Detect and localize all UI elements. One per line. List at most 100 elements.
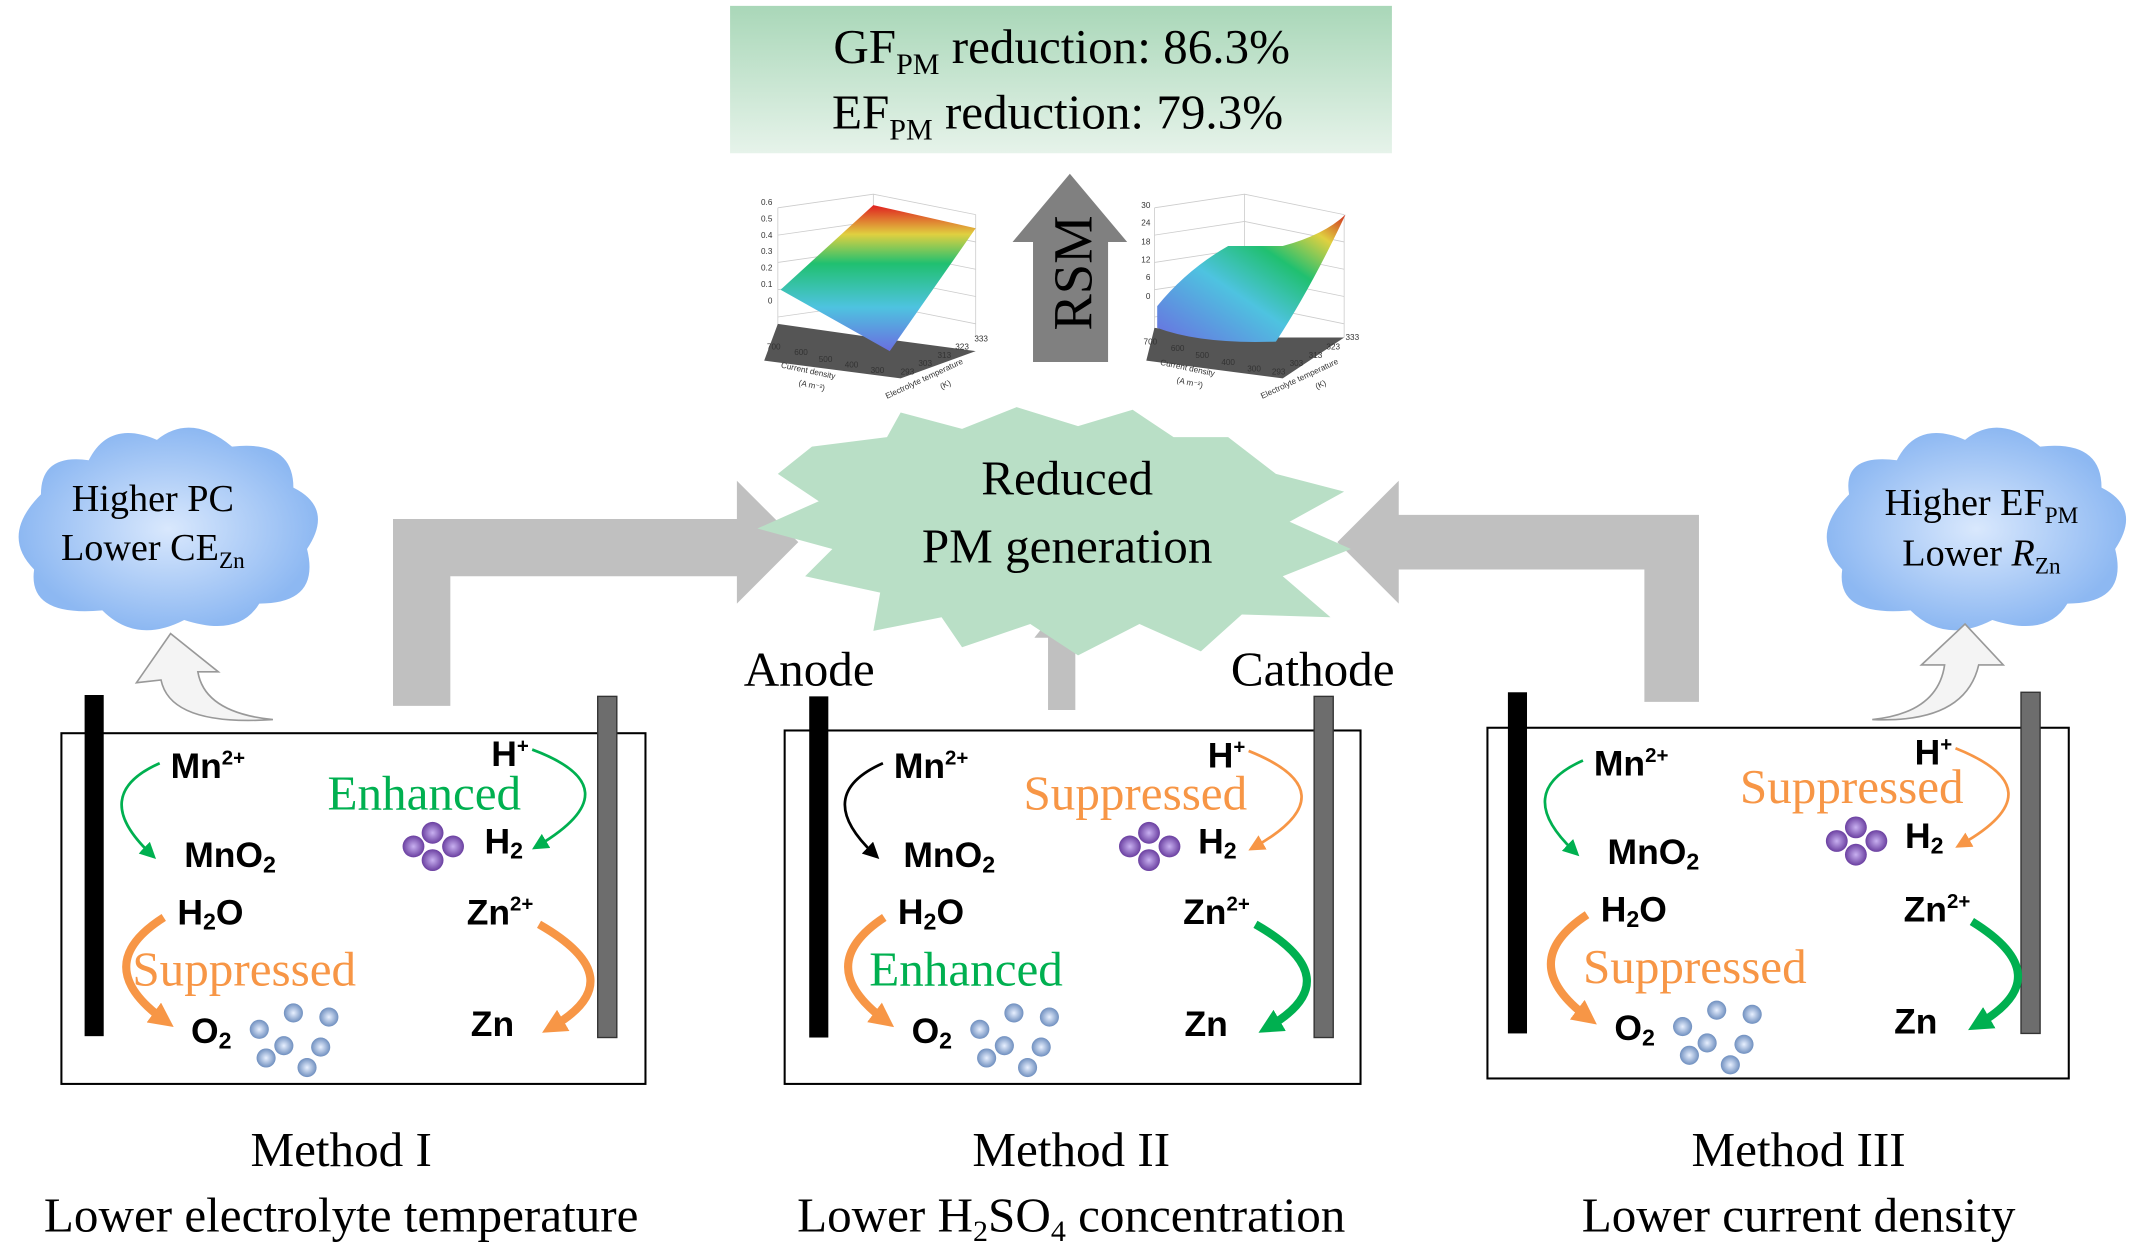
svg-text:313: 313 xyxy=(937,351,951,360)
svg-text:30: 30 xyxy=(1141,201,1151,210)
zinc-deposition-arrow xyxy=(1253,920,1311,1033)
method-ii-title: Method II xyxy=(972,1122,1170,1177)
svg-text:0.4: 0.4 xyxy=(761,231,773,240)
cell-outline xyxy=(783,729,1362,1085)
o2-bubbles xyxy=(1673,1000,1762,1075)
svg-text:6: 6 xyxy=(1146,273,1151,282)
anode-electrode xyxy=(1507,692,1528,1034)
svg-text:323: 323 xyxy=(1326,343,1340,352)
hydrogen-state-label: Suppressed xyxy=(1023,766,1247,821)
oxygen-evolution-arrow xyxy=(1547,911,1597,1025)
method-iii-flow-arrow xyxy=(1337,480,1699,702)
method-iii-cell: Mn2+ MnO2 H+ Suppressed H2 H2O Suppresse… xyxy=(1486,691,2070,1080)
svg-text:303: 303 xyxy=(1290,359,1304,368)
method-ii-cell: Mn2+ MnO2 H+ Suppressed H2 H2O Enhanced … xyxy=(783,695,1362,1085)
svg-text:400: 400 xyxy=(845,360,859,369)
svg-text:600: 600 xyxy=(1171,344,1185,353)
h2-particles xyxy=(1825,816,1888,866)
method-iii-title: Method III xyxy=(1692,1122,1906,1177)
oxygen-evolution-arrow xyxy=(844,914,895,1028)
h2o-label: H2O xyxy=(177,892,243,934)
svg-text:303: 303 xyxy=(918,359,932,368)
svg-text:400: 400 xyxy=(1221,358,1235,367)
h2-label: H2 xyxy=(484,821,523,863)
method-iii-description: Lower current density xyxy=(1582,1187,2016,1242)
mn-oxidation-arrow xyxy=(843,761,884,859)
svg-text:12: 12 xyxy=(1141,255,1151,264)
rsm-arrow: RSM xyxy=(1012,173,1128,363)
method-i-description: Lower electrolyte temperature xyxy=(44,1187,638,1242)
svg-text:0.2: 0.2 xyxy=(761,264,773,273)
anode-electrode xyxy=(84,695,104,1037)
reduced-pm-burst: Reduced PM generation xyxy=(757,407,1351,656)
h2o-label: H2O xyxy=(898,892,964,934)
svg-text:600: 600 xyxy=(794,348,808,357)
hydrogen-state-label: Suppressed xyxy=(1740,759,1964,814)
mno2-label: MnO2 xyxy=(184,835,276,877)
x-axis-unit: (A m⁻²) xyxy=(1176,376,1204,390)
h2-label: H2 xyxy=(1905,816,1944,858)
h2o-label: H2O xyxy=(1601,890,1667,932)
contour-base xyxy=(1146,327,1345,379)
svg-text:293: 293 xyxy=(1272,367,1286,376)
z-ticks: 0.6 0.5 0.4 0.3 0.2 0.1 0 xyxy=(761,198,773,305)
oxygen-state-label: Enhanced xyxy=(869,942,1063,997)
cathode-label: Cathode xyxy=(1231,641,1395,696)
gf-reduction-text: GFPM reduction: 86.3% xyxy=(833,19,1290,81)
svg-text:300: 300 xyxy=(871,366,885,375)
svg-text:293: 293 xyxy=(901,367,915,376)
svg-text:0.1: 0.1 xyxy=(761,280,773,289)
zn2-label: Zn2+ xyxy=(1904,890,1971,930)
svg-text:24: 24 xyxy=(1141,219,1151,228)
oxygen-state-label: Suppressed xyxy=(1583,939,1807,994)
y-ticks: 293 303 313 323 333 xyxy=(901,335,989,377)
svg-text:333: 333 xyxy=(974,335,988,344)
cloud-right: Higher EFPM Lower RZn xyxy=(1826,427,2127,631)
surface xyxy=(1157,214,1346,342)
svg-text:300: 300 xyxy=(1247,365,1261,374)
zn-label: Zn xyxy=(471,1004,514,1044)
cloud-right-line-2: Lower RZn xyxy=(1902,532,2061,579)
cloud-left-line-2: Lower CEZn xyxy=(61,527,245,574)
mn2-label: Mn2+ xyxy=(171,746,246,786)
mn-oxidation-arrow xyxy=(1543,759,1584,857)
contour-base xyxy=(764,323,976,379)
arrow-to-left-cloud xyxy=(134,632,274,722)
cathode-electrode xyxy=(1313,695,1334,1039)
hydrogen-evolution-arrow xyxy=(531,748,587,850)
svg-text:18: 18 xyxy=(1141,238,1151,247)
hydrogen-state-label: Enhanced xyxy=(328,766,522,821)
center-line-2: PM generation xyxy=(922,519,1213,574)
y-ticks: 293 303 313 323 333 xyxy=(1272,333,1360,376)
svg-text:0.6: 0.6 xyxy=(761,198,773,207)
h-plus-label: H+ xyxy=(1208,735,1246,775)
y-axis-unit: (K) xyxy=(939,378,953,391)
y-axis-unit: (K) xyxy=(1314,378,1328,391)
oxygen-state-label: Suppressed xyxy=(132,942,356,997)
svg-text:333: 333 xyxy=(1346,333,1360,342)
svg-text:323: 323 xyxy=(955,343,969,352)
svg-text:500: 500 xyxy=(819,355,833,364)
mn-oxidation-arrow xyxy=(120,761,161,859)
method-captions: Method I Lower electrolyte temperature M… xyxy=(44,1122,2016,1248)
x-ticks: 700 600 500 400 300 xyxy=(1144,337,1262,373)
anode-label: Anode xyxy=(744,641,875,696)
cloud-left-line-1: Higher PC xyxy=(72,478,234,520)
h-plus-label: H+ xyxy=(1915,733,1953,773)
zn2-label: Zn2+ xyxy=(467,892,534,932)
o2-label: O2 xyxy=(1614,1008,1655,1050)
response-surface-plot-ef: 30 24 18 12 6 0 700 600 500 400 300 293 … xyxy=(1141,193,1360,401)
hydrogen-evolution-arrow xyxy=(1248,749,1303,851)
zinc-deposition-arrow xyxy=(1968,918,2023,1031)
mn2-label: Mn2+ xyxy=(1594,744,1669,784)
o2-label: O2 xyxy=(191,1011,232,1053)
x-axis-unit: (A m⁻²) xyxy=(798,378,826,392)
zn2-label: Zn2+ xyxy=(1183,892,1250,932)
cloud-left: Higher PC Lower CEZn xyxy=(18,427,318,631)
svg-text:0.3: 0.3 xyxy=(761,247,773,256)
zn-label: Zn xyxy=(1894,1001,1937,1041)
center-line-1: Reduced xyxy=(981,450,1153,505)
cell-outline xyxy=(60,732,647,1085)
response-surface-plot-gf: 0.6 0.5 0.4 0.3 0.2 0.1 0 700 600 500 40… xyxy=(761,193,989,401)
